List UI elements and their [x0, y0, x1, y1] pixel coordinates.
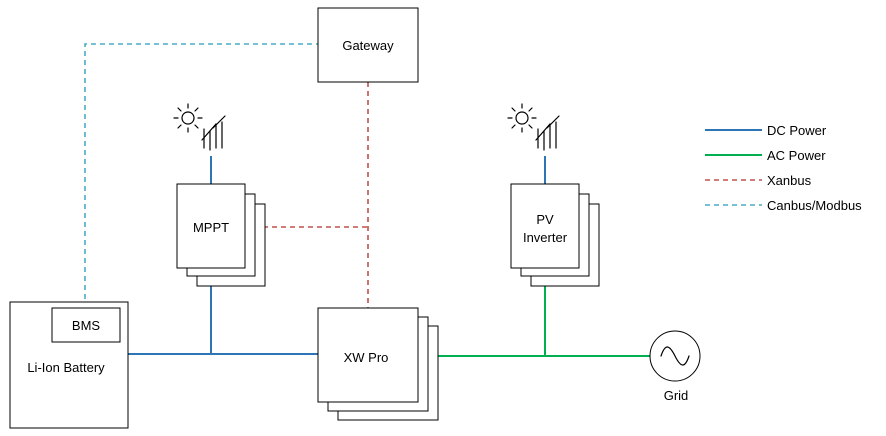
- bms-label: BMS: [72, 318, 101, 333]
- pv-inverter-node: PV Inverter: [510, 183, 600, 287]
- canbus-line: [84, 43, 318, 308]
- sine-wave-icon: [660, 346, 690, 366]
- gateway-label: Gateway: [342, 38, 394, 53]
- gateway-node: Gateway: [317, 7, 419, 83]
- mppt-label: MPPT: [193, 220, 229, 235]
- solar-panel-icon: [201, 115, 226, 151]
- pv-inverter-label-line1: PV: [536, 212, 554, 227]
- mppt-node: MPPT: [176, 183, 266, 287]
- xw-pro-node: XW Pro: [317, 307, 439, 421]
- legend-label-dc-power: DC Power: [767, 123, 827, 138]
- grid-node: Grid: [649, 330, 701, 403]
- sun-icon: [173, 103, 203, 133]
- legend-label-xanbus: Xanbus: [767, 173, 812, 188]
- pv-inverter-label-line2: Inverter: [523, 230, 568, 245]
- grid-label: Grid: [664, 388, 689, 403]
- bms-box: [51, 307, 121, 343]
- legend-label-ac-power: AC Power: [767, 148, 826, 163]
- sun-icon: [507, 103, 537, 133]
- legend-label-canbus-modbus: Canbus/Modbus: [767, 198, 862, 213]
- battery-node: BMS Li-Ion Battery: [9, 301, 129, 429]
- solar-panel-icon: [535, 115, 560, 151]
- battery-label: Li-Ion Battery: [27, 360, 105, 375]
- legend: DC Power AC Power Xanbus Canbus/Modbus: [705, 123, 862, 213]
- xw-pro-label: XW Pro: [344, 350, 389, 365]
